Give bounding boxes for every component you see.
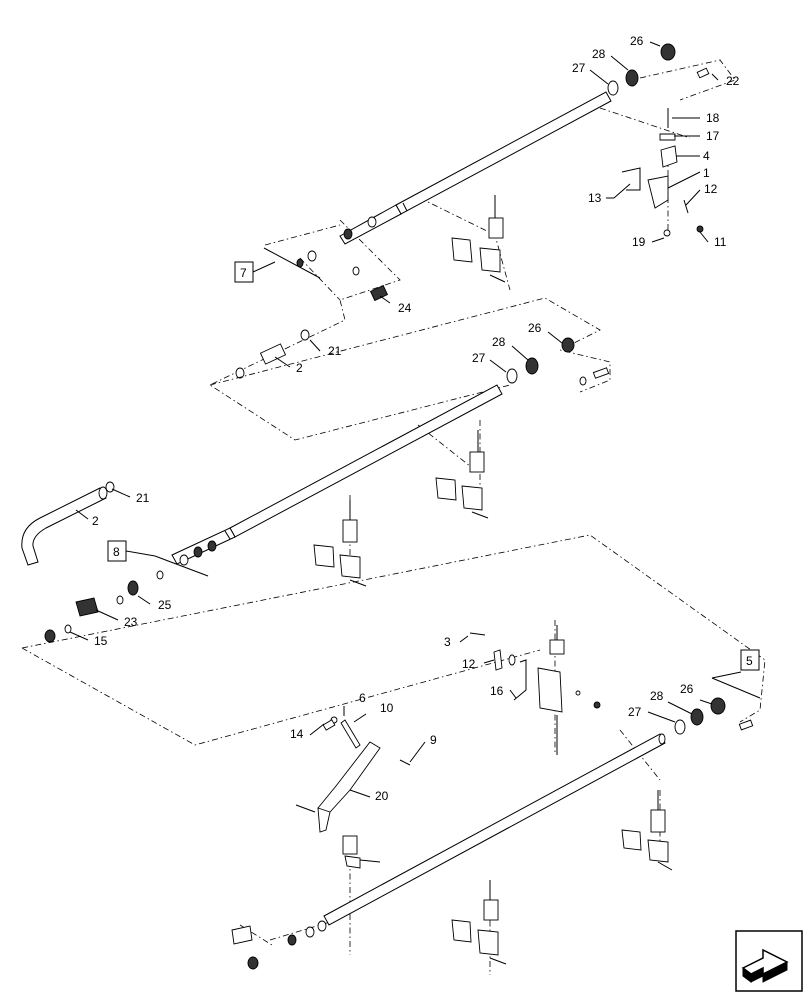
callout-28-top: 28 (592, 47, 606, 61)
callout-16: 16 (490, 684, 504, 698)
callout-2-top: 2 (296, 361, 303, 375)
callout-26-mid: 26 (528, 321, 542, 335)
upper-shaft (339, 91, 612, 245)
reference-box-8: 8 (107, 540, 209, 577)
lower-shaft (323, 733, 666, 926)
bracket-cluster-mid-right (435, 430, 489, 519)
bearing-27-top (607, 80, 619, 96)
callout-13: 13 (588, 191, 602, 205)
bolt-mid-right (579, 367, 610, 386)
next-view-arrow-icon[interactable] (735, 930, 803, 992)
callout-10: 10 (380, 701, 394, 715)
bearing-28-mid (525, 357, 539, 375)
callout-28-low: 28 (650, 689, 664, 703)
bearing-28-low (690, 708, 704, 726)
lever-arm (295, 716, 411, 833)
callout-24: 24 (398, 301, 412, 315)
bracket-cluster-mid-left (313, 500, 367, 587)
callout-20: 20 (375, 789, 389, 803)
callout-9: 9 (430, 733, 437, 747)
callout-21-mid: 21 (136, 491, 150, 505)
callout-leaders (69, 41, 719, 798)
bearing-28-top (625, 69, 639, 87)
callout-11: 11 (714, 235, 727, 249)
bushing-26-mid (561, 337, 575, 353)
callout-26-low: 26 (680, 682, 694, 696)
callout-23: 23 (124, 615, 138, 629)
bracket-cluster-low-mid (342, 835, 381, 869)
callout-27-top: 27 (572, 61, 586, 75)
bearing-27-low (674, 719, 686, 735)
callout-15: 15 (94, 634, 108, 648)
callout-22: 22 (726, 74, 740, 88)
bushing-26-low (710, 697, 726, 715)
callout-12-top: 12 (704, 182, 718, 196)
reference-box-5: 5 (711, 649, 761, 699)
callout-14: 14 (290, 727, 304, 741)
callout-17: 17 (706, 129, 720, 143)
bushing-set-middle (44, 540, 217, 643)
reference-box-7: 7 (234, 247, 321, 283)
bent-tube (21, 481, 115, 566)
callout-28-mid: 28 (492, 335, 506, 349)
middle-shaft (171, 384, 503, 565)
callout-1: 1 (703, 166, 710, 180)
callout-25: 25 (158, 598, 172, 612)
bracket-cluster-top-mid (451, 195, 506, 283)
callout-19: 19 (632, 235, 646, 249)
assembly-boundary-bottom (21, 534, 766, 975)
bushing-set-lower (231, 920, 327, 970)
callout-26-top: 26 (630, 34, 644, 48)
bolt-low-right (738, 719, 754, 731)
callout-4: 4 (703, 149, 710, 163)
bushing-26-top (660, 43, 676, 61)
callout-2-mid: 2 (92, 514, 99, 528)
callout-21-top: 21 (328, 344, 342, 358)
callout-27-mid: 27 (472, 351, 486, 365)
bearing-27-mid (506, 368, 518, 384)
callout-8: 8 (113, 545, 120, 559)
callout-6: 6 (359, 691, 366, 705)
assembly-boundary-middle (209, 297, 611, 560)
plate-hardware-center (469, 625, 601, 755)
bracket-cluster-low-right (621, 790, 673, 871)
bracket-cluster-low-bottom (451, 880, 507, 965)
callout-3: 3 (444, 635, 451, 649)
callout-18: 18 (706, 111, 720, 125)
bracket-group-top-right (621, 108, 704, 237)
callout-27-low: 27 (628, 705, 642, 719)
assembly-boundary-top (209, 59, 736, 441)
callout-5: 5 (746, 654, 753, 668)
callout-7: 7 (240, 266, 247, 280)
bolt-22 (696, 67, 710, 79)
callout-12-low: 12 (462, 657, 476, 671)
bushing-set-upper (235, 216, 389, 379)
